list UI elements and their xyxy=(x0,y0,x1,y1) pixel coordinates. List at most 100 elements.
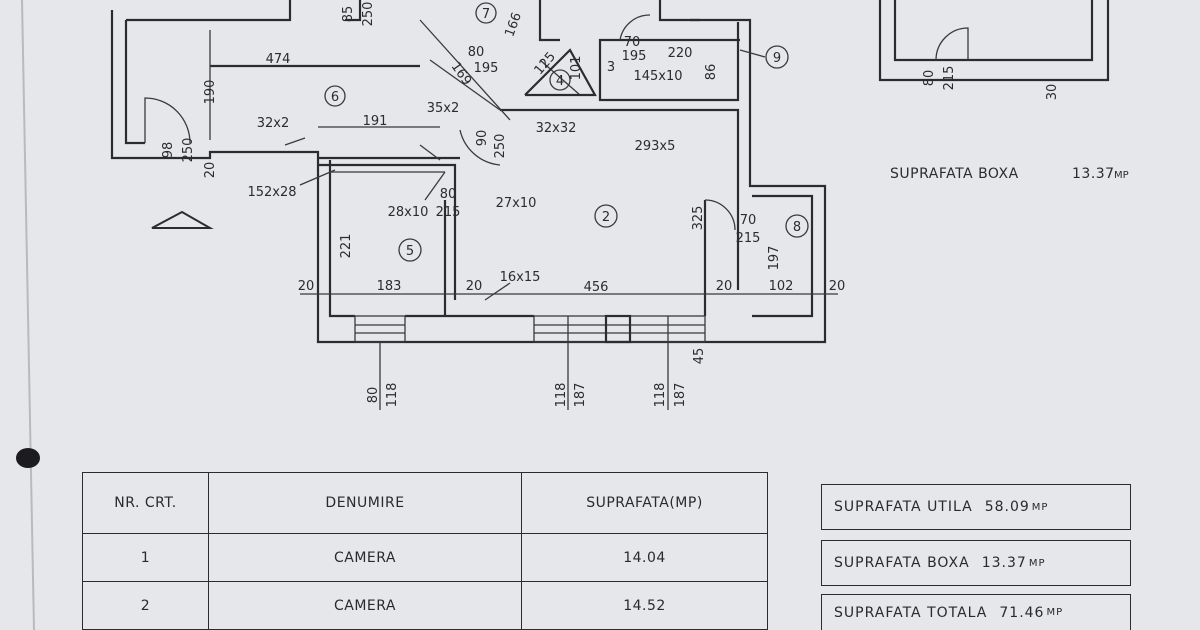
room-number-7: 7 xyxy=(482,7,490,22)
room-circle-6 xyxy=(324,85,346,107)
header-denumire: DENUMIRE xyxy=(208,472,522,534)
dim-label: 80 xyxy=(440,187,457,202)
summary-utila-unit: MP xyxy=(1031,501,1049,513)
dim-label: 80 xyxy=(366,387,381,404)
dim-label: 118 xyxy=(653,383,668,408)
dim-label: 169 xyxy=(448,60,475,89)
dim-label: 32x32 xyxy=(536,121,577,136)
cell-area: 14.52 xyxy=(521,581,768,630)
dim-label: 187 xyxy=(673,383,688,408)
room-circle-4 xyxy=(549,69,571,91)
dim-label: 325 xyxy=(691,206,706,231)
dim-label: 474 xyxy=(266,52,291,67)
dim-label: 250 xyxy=(493,134,508,159)
room-circle-8 xyxy=(785,214,809,238)
boxa-note-label: SUPRAFATA BOXA xyxy=(890,166,1019,182)
dim-label: 195 xyxy=(474,61,499,76)
dim-label: 80 xyxy=(468,45,485,60)
dim-label: 20 xyxy=(203,162,218,179)
room-circle-2 xyxy=(594,204,618,228)
dim-label: 183 xyxy=(377,279,402,294)
dim-label: 456 xyxy=(584,280,609,295)
summary-totala-label: SUPRAFATA TOTALA xyxy=(834,604,988,621)
dim-label: 32x2 xyxy=(257,116,290,131)
rooms-table: NR. CRT. DENUMIRE SUPRAFATA(MP) 1 CAMERA… xyxy=(82,472,768,630)
room-number-4: 4 xyxy=(556,74,564,89)
summary-totala-unit: MP xyxy=(1046,607,1064,618)
dim-label: 191 xyxy=(363,114,388,129)
dim-label: 197 xyxy=(767,246,782,271)
dim-label: 35x2 xyxy=(427,101,460,116)
room-circle-9 xyxy=(765,45,789,69)
room-number-6: 6 xyxy=(331,90,339,105)
dim-label: 102 xyxy=(769,279,794,294)
dim-label: 27x10 xyxy=(496,196,537,211)
dim-label: 152x28 xyxy=(247,185,296,200)
cell-name: CAMERA xyxy=(208,581,522,630)
summary-utila: SUPRAFATA UTILA 58.09 MP xyxy=(821,484,1131,530)
dim-label: 30 xyxy=(1045,84,1060,101)
header-suprafata: SUPRAFATA(MP) xyxy=(521,472,768,534)
dim-label: 195 xyxy=(622,49,647,64)
dim-label: 3 xyxy=(607,60,615,75)
dim-label: 20 xyxy=(716,279,733,294)
dim-label: 20 xyxy=(829,279,846,294)
dim-label: 215 xyxy=(942,66,957,91)
dim-label: 187 xyxy=(573,383,588,408)
dim-label: 221 xyxy=(339,234,354,259)
dim-label: 145x10 xyxy=(633,69,682,84)
table-header-row: NR. CRT. DENUMIRE SUPRAFATA(MP) xyxy=(82,472,768,534)
room-number-8: 8 xyxy=(793,220,801,235)
dim-label: 20 xyxy=(466,279,483,294)
room-circle-7 xyxy=(475,2,497,24)
dim-label: 215 xyxy=(736,231,761,246)
dim-label: 70 xyxy=(740,213,757,228)
dim-label: 98 xyxy=(161,142,176,159)
room-number-5: 5 xyxy=(406,244,414,259)
summary-totala: SUPRAFATA TOTALA 71.46 MP xyxy=(821,594,1131,630)
room-number-9: 9 xyxy=(773,51,781,66)
dim-label: 28x10 xyxy=(388,205,429,220)
dim-label: 101 xyxy=(569,56,584,81)
cell-name: CAMERA xyxy=(208,533,522,582)
punch-hole xyxy=(16,448,40,468)
room-circle-5 xyxy=(398,238,422,262)
boxa-note-value: 13.37 xyxy=(1072,166,1115,182)
paper-edge-left xyxy=(21,0,35,630)
dim-label: 80 xyxy=(922,70,937,87)
dim-label: 220 xyxy=(668,46,693,61)
dim-label: 16x15 xyxy=(500,270,541,285)
dim-label: 250 xyxy=(361,2,376,27)
cell-nr: 2 xyxy=(82,581,209,630)
summary-utila-value: 58.09 xyxy=(984,499,1030,515)
header-nr: NR. CRT. xyxy=(82,472,209,534)
table-row: 1 CAMERA 14.04 xyxy=(82,533,768,582)
dim-label: 118 xyxy=(554,383,569,408)
summary-boxa-value: 13.37 xyxy=(981,555,1027,571)
cell-nr: 1 xyxy=(82,533,209,582)
summary-totala-value: 71.46 xyxy=(999,604,1045,621)
dim-label: 250 xyxy=(181,138,196,163)
dim-label: 215 xyxy=(436,205,461,220)
north-arrow-icon xyxy=(151,210,214,229)
dim-label: 20 xyxy=(298,279,315,294)
summary-utila-label: SUPRAFATA UTILA xyxy=(834,499,973,515)
boxa-note-unit: MP xyxy=(1114,170,1129,181)
dim-label: 90 xyxy=(475,130,490,147)
room-number-2: 2 xyxy=(602,210,610,225)
walls xyxy=(110,0,1110,410)
dim-label: 190 xyxy=(203,80,218,105)
summary-boxa-label: SUPRAFATA BOXA xyxy=(834,555,970,571)
dim-label: 85 xyxy=(341,6,356,23)
dim-label: 118 xyxy=(385,383,400,408)
summary-boxa-unit: MP xyxy=(1028,557,1046,569)
dim-label: 293x5 xyxy=(635,139,676,154)
dim-label: 45 xyxy=(692,348,707,365)
table-row: 2 CAMERA 14.52 xyxy=(82,581,768,630)
dim-label: 70 xyxy=(624,35,641,50)
room-markers: 6 7 4 9 2 5 8 xyxy=(324,2,809,262)
dim-label: 86 xyxy=(704,64,719,81)
cell-area: 14.04 xyxy=(521,533,768,582)
summary-boxa: SUPRAFATA BOXA 13.37 MP xyxy=(821,540,1131,586)
